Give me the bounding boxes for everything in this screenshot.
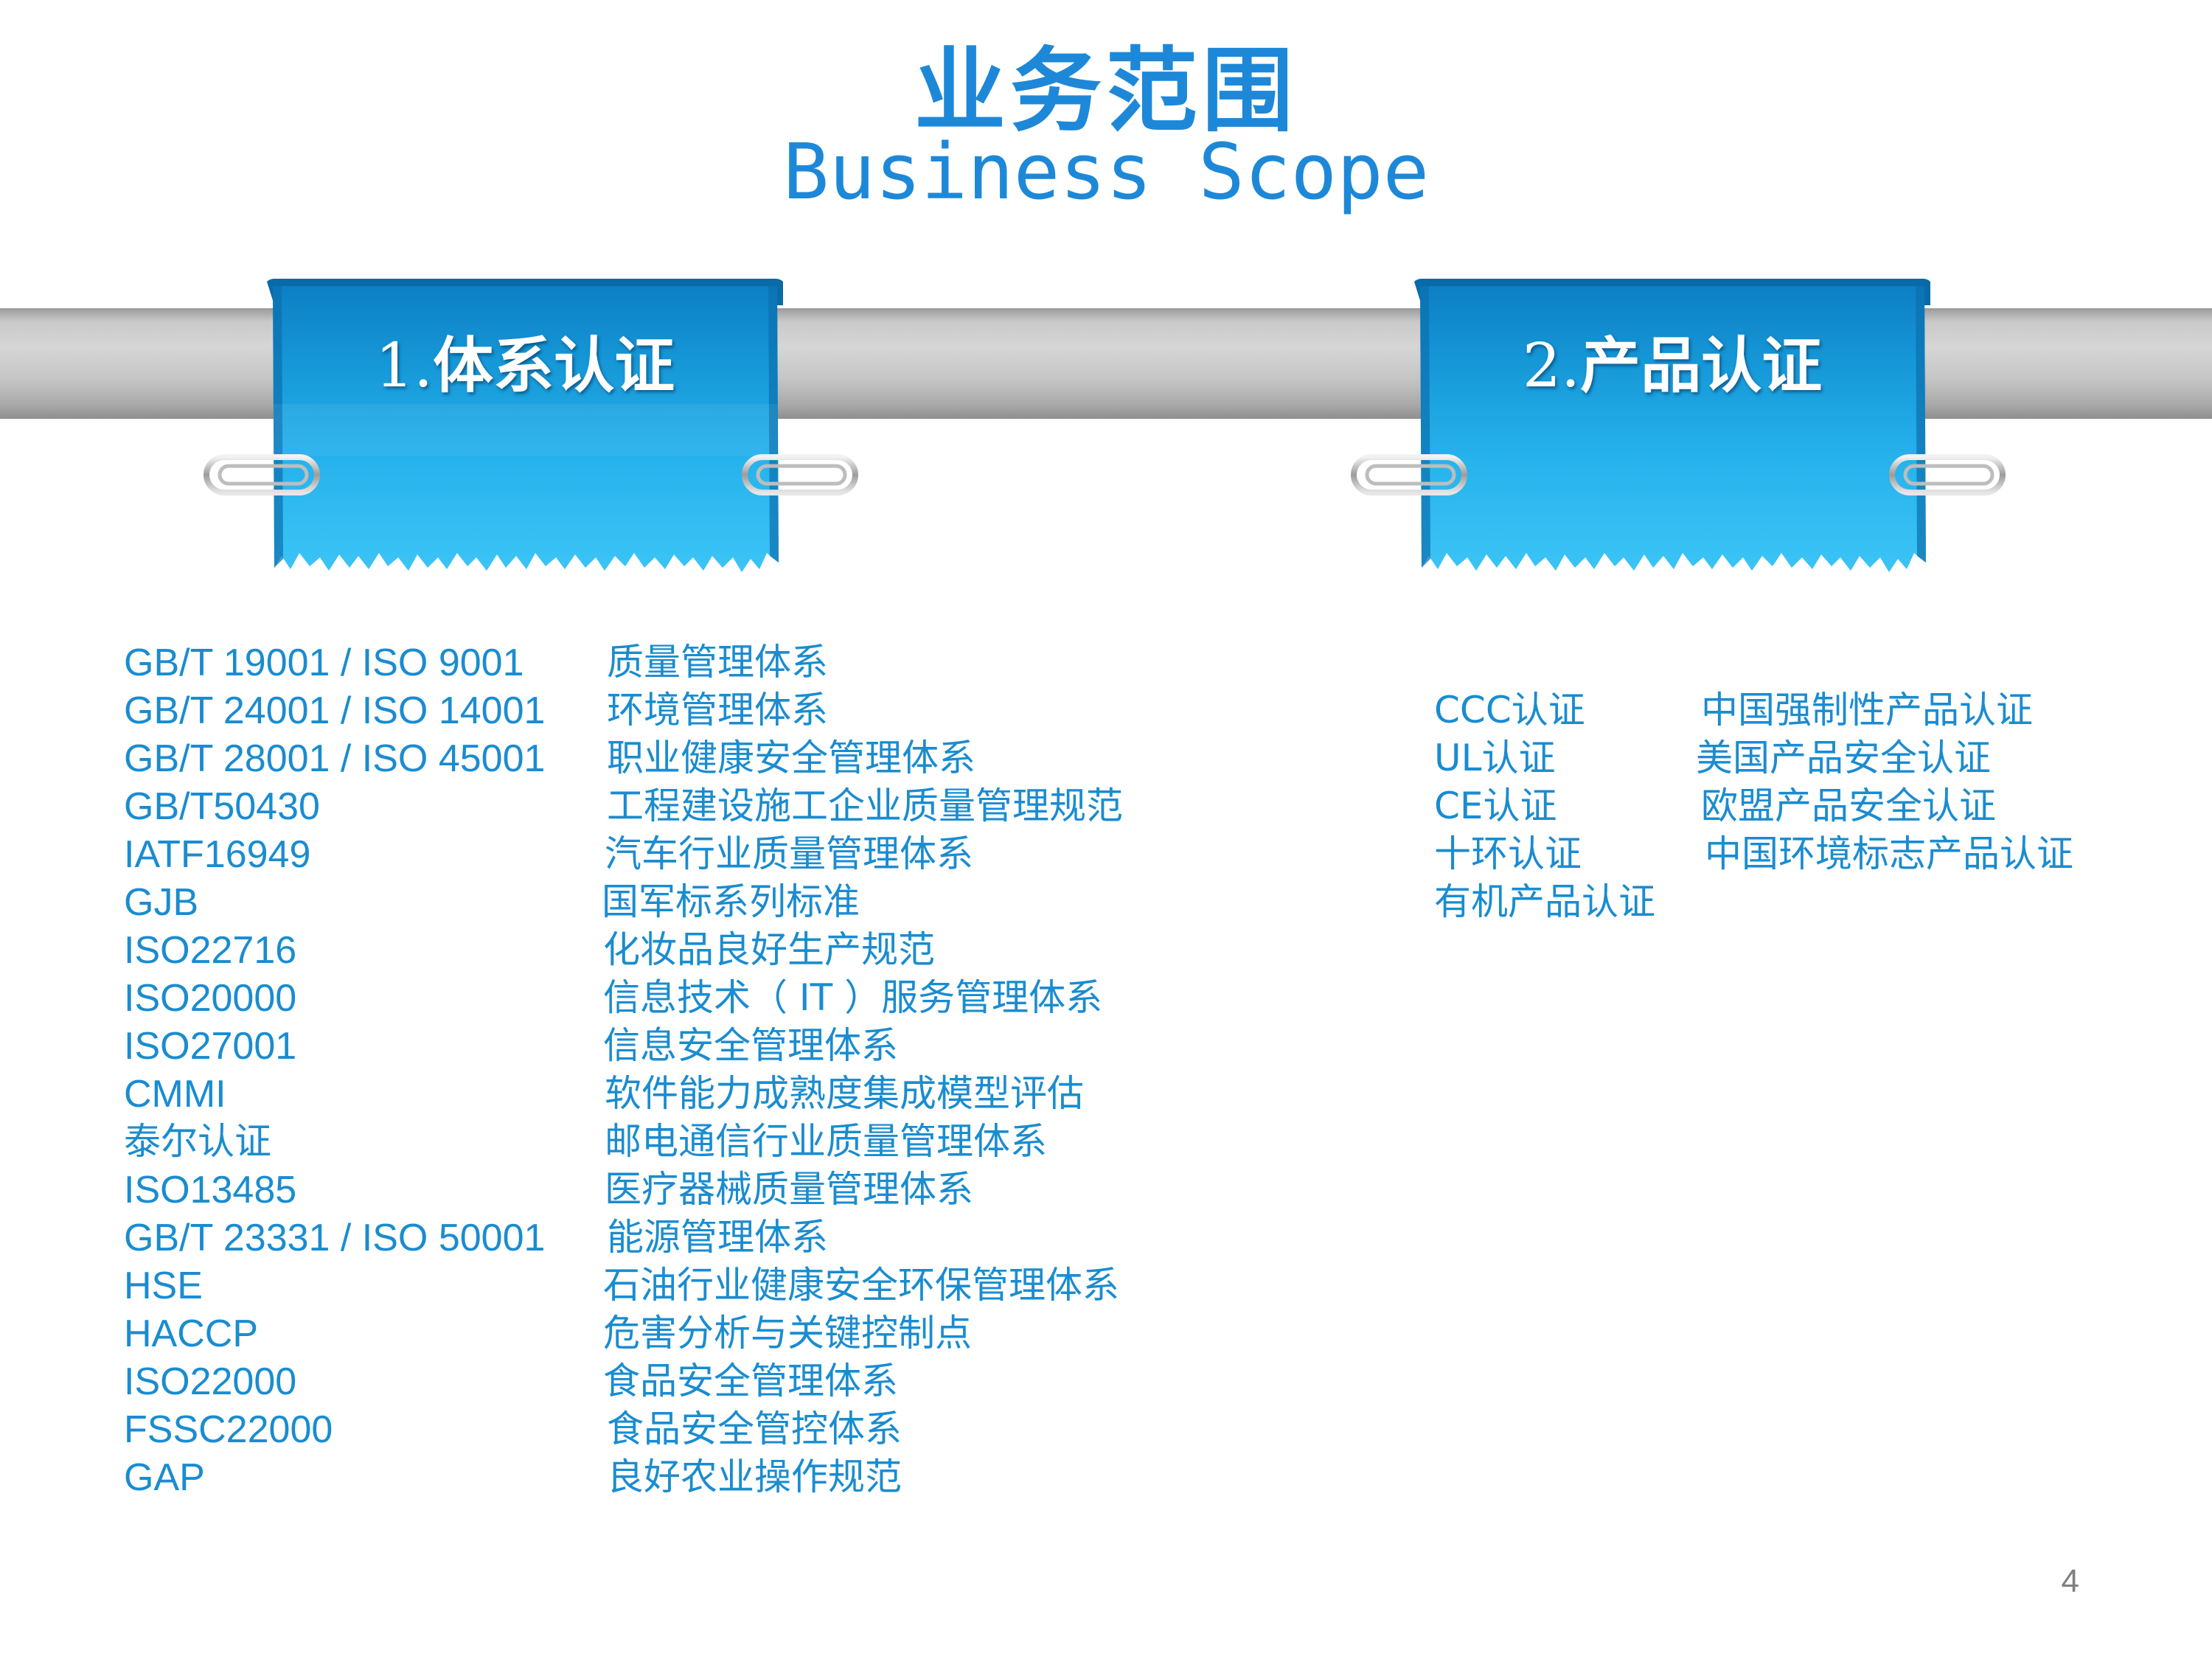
list-item-code: FSSC22000 [124, 1408, 333, 1451]
list-item-desc: 欧盟产品安全认证 [1701, 785, 1996, 827]
list-item: ISO27001 信息安全管理体系 [124, 1025, 898, 1068]
list-item-code: CE认证 [1434, 785, 1557, 827]
page-number: 4 [2061, 1563, 2079, 1599]
list-item: 十环认证 中国环境标志产品认证 [1434, 832, 2073, 875]
list-item: GB/T50430 工程建设施工企业质量管理规范 [124, 785, 1123, 828]
list-item-desc: 软件能力成熟度集成模型评估 [605, 1072, 1084, 1115]
list-item-code: GB/T 28001 / ISO 45001 [124, 737, 546, 780]
list-item-desc: 良好农业操作规范 [607, 1455, 902, 1498]
list-item: GAP 良好农业操作规范 [124, 1456, 902, 1499]
list-item-desc: 医疗器械质量管理体系 [605, 1168, 973, 1211]
list-item-code: HSE [124, 1265, 203, 1307]
list-item: ISO20000 信息技术（ IT ）服务管理体系 [124, 977, 1102, 1020]
section-label: 体系认证 [433, 331, 675, 401]
section-number: 1. [375, 331, 434, 401]
list-item-desc: 美国产品安全认证 [1696, 737, 1991, 779]
list-item: IATF16949 汽车行业质量管理体系 [124, 833, 973, 876]
paperclip-icon [1351, 454, 1467, 495]
list-item-code: CMMI [124, 1073, 226, 1116]
list-item-code: GB/T50430 [124, 785, 320, 828]
list-item-code: 十环认证 [1434, 832, 1582, 875]
list-item: 有机产品认证 [1434, 883, 1655, 920]
list-item-desc: 国军标系列标准 [602, 880, 860, 923]
list-item: GJB 国军标系列标准 [124, 881, 860, 924]
paperclip-icon [1889, 454, 2006, 495]
list-item-code: GB/T 23331 / ISO 50001 [124, 1217, 546, 1259]
list-item: CE认证 欧盟产品安全认证 [1434, 785, 1996, 827]
list-item-desc: 环境管理体系 [607, 689, 828, 731]
list-item-desc: 质量管理体系 [607, 641, 828, 684]
list-item-desc: 邮电通信行业质量管理体系 [605, 1120, 1047, 1163]
list-item-code: ISO27001 [124, 1025, 297, 1068]
list-item-desc: 食品安全管理体系 [603, 1360, 898, 1402]
list-item: HSE 石油行业健康安全环保管理体系 [124, 1265, 1119, 1307]
list-item-code: CCC认证 [1434, 689, 1585, 731]
page-title: 业务范围 [914, 38, 1298, 145]
list-item-code: IATF16949 [124, 833, 311, 876]
list-item: ISO13485 医疗器械质量管理体系 [124, 1169, 973, 1211]
list-item: HACCP 危害分析与关键控制点 [124, 1312, 972, 1355]
list-item-desc: 危害分析与关键控制点 [603, 1312, 972, 1354]
list-item: GB/T 23331 / ISO 50001 能源管理体系 [124, 1217, 828, 1259]
list-item-code: UL认证 [1434, 737, 1556, 779]
section-number: 2. [1522, 331, 1581, 401]
list-item-code: 有机产品认证 [1434, 880, 1655, 923]
list-item-code: ISO22716 [124, 929, 297, 972]
list-item: GB/T 19001 / ISO 9001 质量管理体系 [124, 641, 828, 684]
list-item: GB/T 28001 / ISO 45001 职业健康安全管理体系 [124, 737, 975, 780]
banner-cloth-icon [267, 279, 783, 572]
list-item-code: GB/T 19001 / ISO 9001 [124, 641, 524, 684]
list-item-desc: 信息安全管理体系 [603, 1024, 898, 1067]
list-item: 泰尔认证 邮电通信行业质量管理体系 [124, 1120, 1047, 1163]
list-item-desc: 食品安全管控体系 [607, 1408, 902, 1450]
list-item-desc: 工程建设施工企业质量管理规范 [607, 785, 1123, 827]
list-item: GB/T 24001 / ISO 14001 环境管理体系 [124, 689, 828, 732]
list-item: UL认证 美国产品安全认证 [1434, 737, 1991, 779]
list-item: FSSC22000 食品安全管控体系 [124, 1408, 902, 1451]
list-item-desc: 石油行业健康安全环保管理体系 [603, 1264, 1119, 1307]
list-item-code: GB/T 24001 / ISO 14001 [124, 689, 546, 732]
list-item-desc: 化妆品良好生产规范 [603, 928, 935, 971]
section-heading: 2.产品认证 [1414, 330, 1930, 403]
list-item-code: GJB [124, 881, 199, 924]
banner-product-certification: 2.产品认证 [1351, 279, 2006, 596]
list-item-code: ISO13485 [124, 1169, 297, 1211]
list-item-code: ISO20000 [124, 977, 297, 1020]
list-item: ISO22716 化妆品良好生产规范 [124, 929, 935, 972]
paperclip-icon [742, 454, 858, 495]
section-label: 产品认证 [1580, 331, 1823, 401]
section-heading: 1.体系认证 [267, 330, 783, 403]
list-item-code: 泰尔认证 [124, 1120, 271, 1163]
page-subtitle: Business Scope [782, 127, 1430, 217]
list-item-desc: 中国强制性产品认证 [1701, 689, 2033, 731]
paperclip-icon [204, 454, 320, 495]
banner-cloth-icon [1414, 279, 1930, 572]
list-item-desc: 职业健康安全管理体系 [607, 737, 975, 779]
list-item: CCC认证 中国强制性产品认证 [1434, 689, 2033, 731]
list-item-desc: 中国环境标志产品认证 [1705, 832, 2073, 875]
list-item-desc: 信息技术（ IT ）服务管理体系 [603, 976, 1103, 1019]
list-item-code: GAP [124, 1456, 205, 1499]
list-item-desc: 汽车行业质量管理体系 [605, 832, 973, 875]
list-item-desc: 能源管理体系 [607, 1216, 828, 1259]
list-item: ISO22000 食品安全管理体系 [124, 1360, 898, 1403]
banner-system-certification: 1.体系认证 [204, 279, 858, 596]
list-item-code: ISO22000 [124, 1360, 297, 1403]
list-item-code: HACCP [124, 1312, 259, 1355]
list-item: CMMI 软件能力成熟度集成模型评估 [124, 1073, 1084, 1116]
